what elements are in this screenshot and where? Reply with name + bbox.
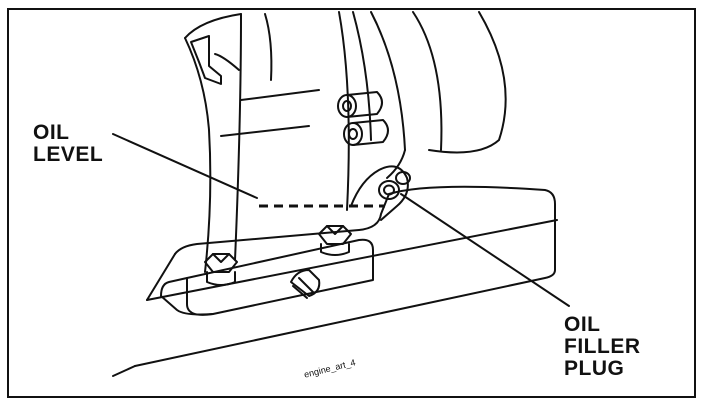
drain-plug	[290, 269, 321, 299]
bolt-right	[318, 225, 352, 256]
engine-bracket	[190, 35, 222, 85]
oil-level-label-line1: OIL	[33, 121, 70, 144]
oil-filler-plug-label-line2: FILLER	[564, 335, 641, 358]
diagram-frame: OIL LEVEL OIL FILLER PLUG engine_art_4	[7, 8, 696, 398]
oil-level-label-line2: LEVEL	[33, 143, 104, 166]
mounting-block	[160, 238, 374, 316]
engine-crankcase	[184, 11, 507, 273]
oil-filler-plug-label-line1: OIL	[564, 313, 601, 336]
pipe-fittings	[337, 91, 389, 146]
oil-level-label: OIL LEVEL	[33, 122, 103, 166]
engine-base-plate	[112, 185, 558, 377]
engine-illustration	[112, 11, 570, 377]
bolt-left	[204, 253, 238, 286]
oil-filler-plug-label: OIL FILLER PLUG	[564, 314, 641, 380]
oil-filler-plug-label-line3: PLUG	[564, 357, 625, 380]
oil-filler-plug-leader-line	[400, 193, 570, 307]
oil-level-leader-line	[112, 133, 258, 199]
